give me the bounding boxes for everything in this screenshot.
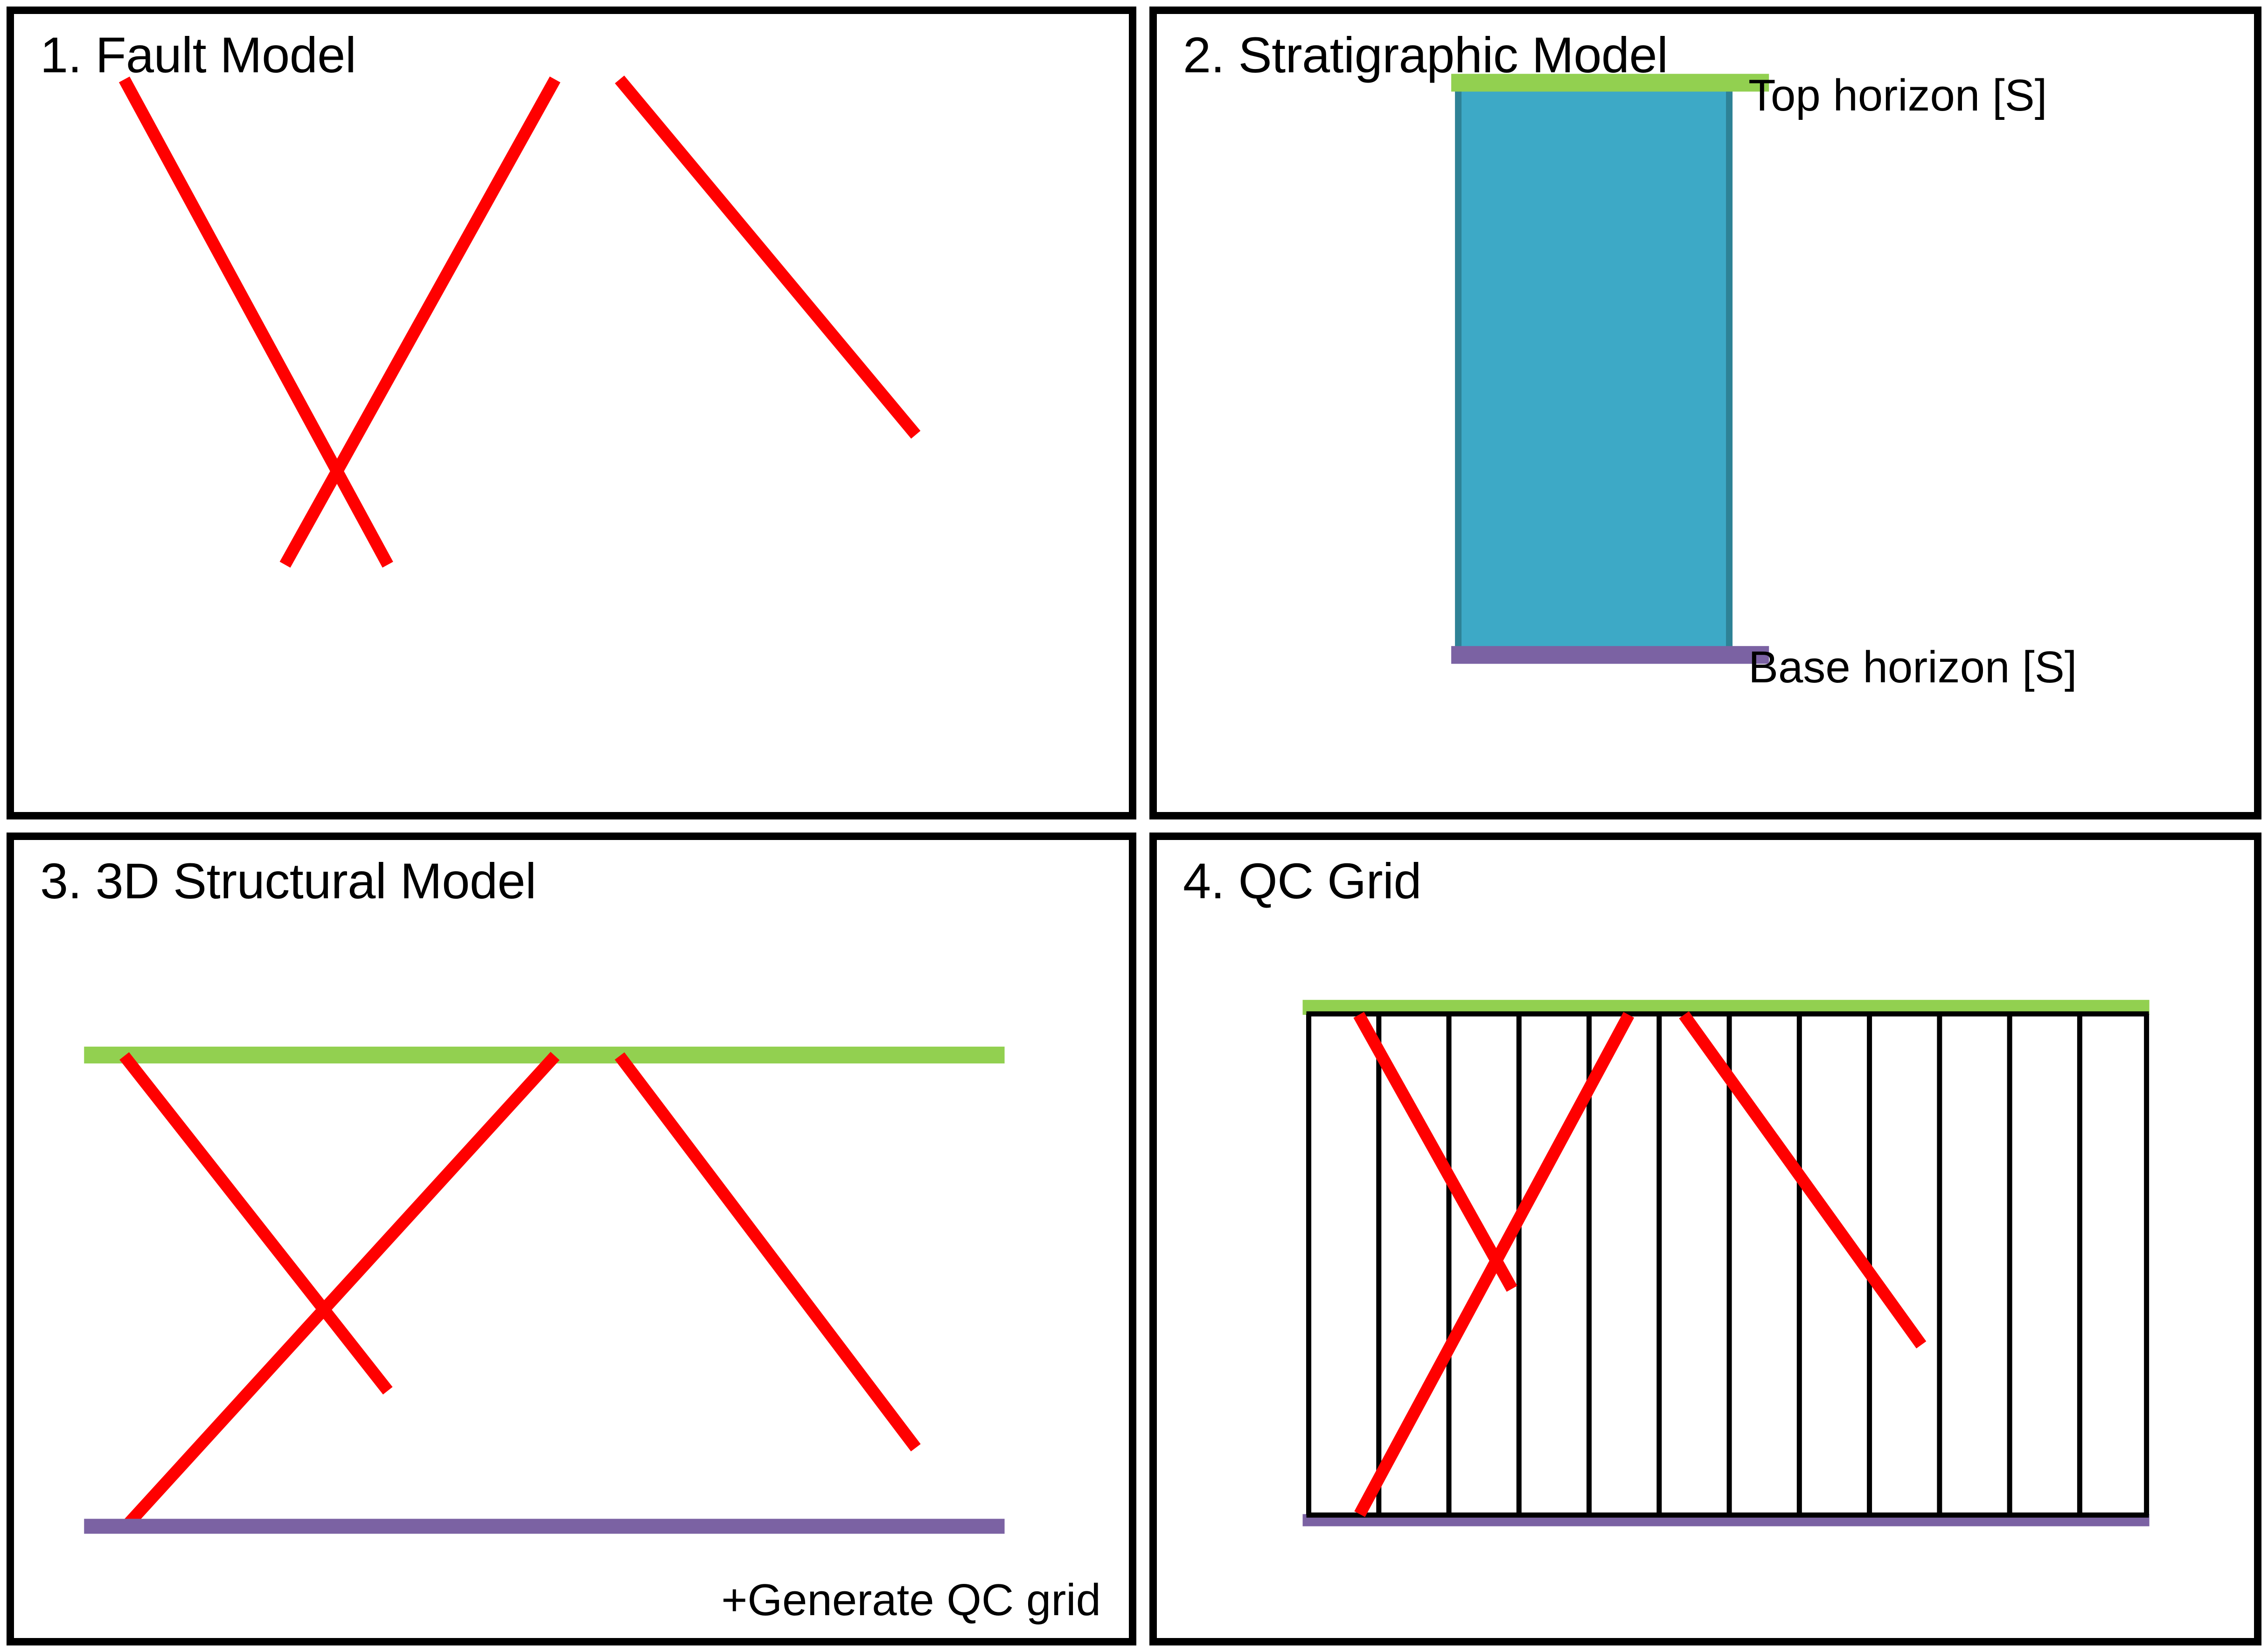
fault-line-c	[615, 75, 921, 439]
panel-2-canvas	[1157, 14, 2254, 812]
generate-qc-grid-note: +Generate QC grid	[721, 1575, 1101, 1625]
top-horizon-bar	[1451, 74, 1769, 92]
base-horizon-label: Base horizon [S]	[1748, 642, 2077, 692]
fault-line-b	[1354, 1012, 1635, 1517]
panel-3-canvas	[14, 840, 1129, 1638]
panel-border-1: 1. Fault Model	[7, 7, 1136, 819]
top-horizon-label: Top horizon [S]	[1748, 70, 2047, 120]
panel-title-3: 3. 3D Structural Model	[40, 853, 536, 909]
fault-line-c	[1679, 1011, 1927, 1349]
panel-stratigraphic-model: 2. Stratigraphic Model Top horizon [S] B…	[1143, 0, 2268, 826]
panel-qc-grid: 4. QC Grid	[1143, 826, 2268, 1652]
qc-grid-lines	[1306, 1011, 2150, 1518]
fault-line-a	[1353, 1012, 1517, 1292]
base-horizon-bar	[84, 1519, 1005, 1534]
panel-title-4: 4. QC Grid	[1183, 853, 1422, 909]
panel-3d-structural-model: 3. 3D Structural Model +Generate QC grid	[0, 826, 1143, 1652]
fault-line-c	[614, 1052, 921, 1451]
panel-fault-model: 1. Fault Model	[0, 0, 1143, 826]
panel-title-1: 1. Fault Model	[40, 27, 356, 83]
panel-border-4: 4. QC Grid	[1149, 833, 2261, 1645]
zone-body	[1455, 81, 1733, 653]
panel-border-2: 2. Stratigraphic Model Top horizon [S] B…	[1149, 7, 2261, 819]
fault-line-b	[279, 76, 561, 568]
base-horizon-bar	[1451, 646, 1769, 664]
panel-1-canvas	[14, 14, 1129, 812]
panel-title-2: 2. Stratigraphic Model	[1183, 27, 1668, 83]
fault-line-b	[120, 1052, 560, 1532]
fault-line-a	[118, 76, 393, 568]
panel-border-3: 3. 3D Structural Model +Generate QC grid	[7, 833, 1136, 1645]
fault-line-a	[119, 1052, 393, 1395]
panel-4-canvas	[1157, 840, 2254, 1638]
